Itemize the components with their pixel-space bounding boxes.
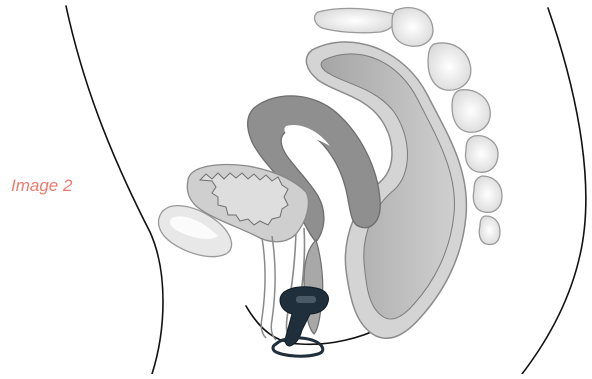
figure-caption: Image 2	[11, 176, 72, 196]
pessary-device	[273, 287, 329, 356]
urethra	[261, 236, 276, 340]
